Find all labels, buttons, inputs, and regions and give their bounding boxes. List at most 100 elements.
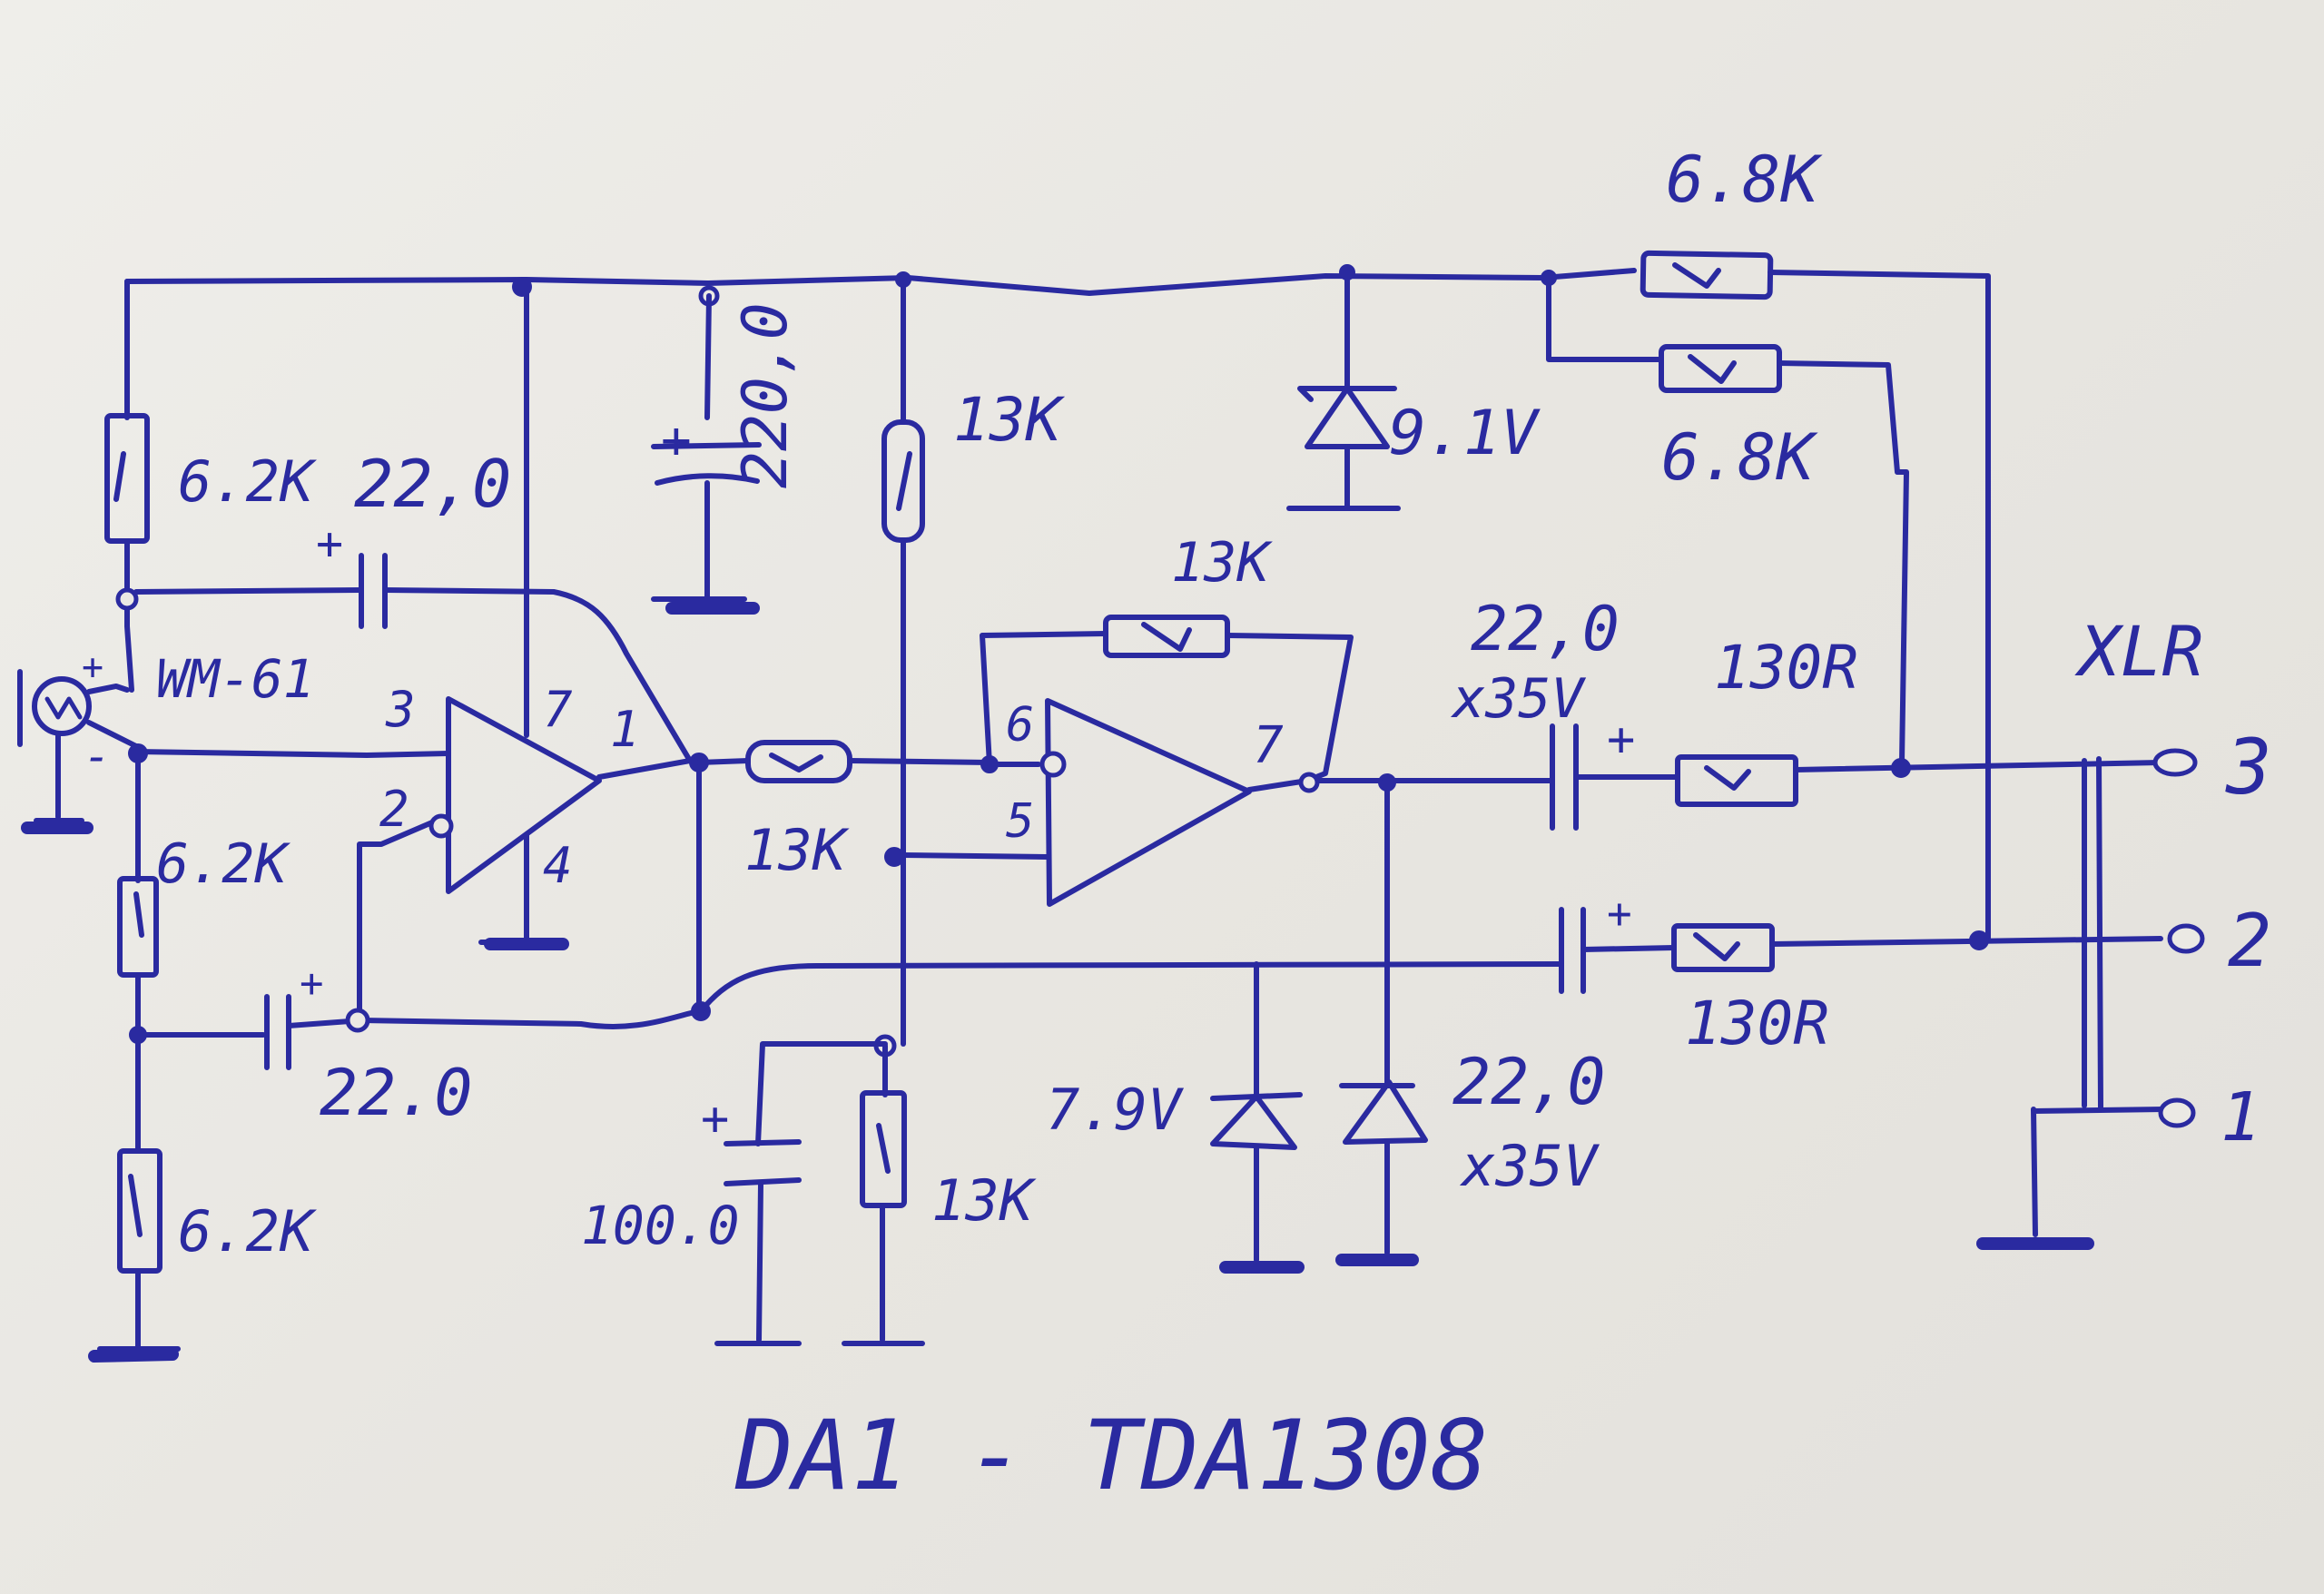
wire [2031, 1107, 2167, 1237]
opamp-input-bubble [428, 813, 454, 839]
resistor-6k8-top [1640, 250, 1774, 300]
label-xlr-pin1: 1 [2221, 1078, 2261, 1156]
wire [596, 758, 693, 780]
resistor-130r-top [1675, 754, 1798, 807]
cap-plate [724, 1139, 802, 1146]
label-pin-1: 1 [610, 701, 640, 758]
wire [1225, 633, 1354, 783]
wire [357, 814, 448, 1023]
label-pin-4: 4 [543, 837, 573, 894]
junction-node [1969, 930, 1989, 950]
wire [1246, 778, 1555, 792]
label-cap-22-out-bottom: 22,0 [1452, 1045, 1606, 1119]
wire [1546, 275, 1664, 362]
junction-node [115, 587, 139, 611]
resistor-mark [1672, 262, 1721, 289]
zener-out [1339, 1079, 1428, 1145]
resistor-mark [876, 1123, 891, 1174]
label-cap-100: 100.0 [581, 1195, 740, 1256]
label-130r-bottom: 130R [1685, 989, 1829, 1058]
wire-pin5 [901, 852, 1050, 860]
resistor-mark [1693, 932, 1740, 961]
label-pin-5: 5 [1006, 794, 1034, 849]
label-zener-7v9: 7.9V [1046, 1077, 1185, 1143]
label-cap-220: 220,0 [730, 302, 802, 488]
wire [86, 684, 139, 749]
label-6k2-top: 6.2K [178, 448, 317, 515]
label-plus-bias: + [701, 1092, 729, 1146]
wire [133, 587, 364, 595]
wire [133, 749, 451, 758]
label-plus-supply: + [661, 411, 692, 470]
label-130r-top: 130R [1714, 633, 1858, 703]
wire [847, 758, 992, 765]
label-mic-model: WM-61 [156, 648, 315, 710]
ground-symbol [88, 1348, 179, 1363]
resistor-6k2-bottom [117, 1148, 162, 1274]
resistor-mark [128, 1174, 143, 1237]
wire [124, 538, 134, 693]
label-minus-mic: - [84, 730, 111, 782]
label-cap-35v-top: x35V [1450, 667, 1586, 731]
wire [1769, 936, 2163, 947]
label-13k-top: 13K [953, 385, 1065, 455]
wire [980, 631, 1108, 767]
label-cap-35v-bottom: x35V [1459, 1133, 1600, 1199]
junction-node [1298, 772, 1320, 793]
label-plus-mic: + [82, 646, 103, 688]
label-pin-6: 6 [1006, 698, 1034, 753]
mic-mark [44, 696, 83, 720]
wire [1581, 945, 1677, 952]
label-pin-3: 3 [385, 681, 416, 738]
resistor-mark [896, 451, 912, 511]
caption: DA1 - TDA1308 [734, 1400, 1489, 1511]
label-pin-7-b: 7 [1253, 716, 1284, 775]
xlr-pin-2-terminal [2167, 923, 2205, 954]
cap-22-out-bottom [1559, 907, 1586, 994]
ground-symbol [714, 1181, 802, 1346]
wire [698, 961, 1564, 1014]
wire [755, 1041, 888, 1146]
wire [1777, 360, 1909, 765]
wire [286, 1009, 702, 1029]
label-xlr-pin2: 2 [2228, 899, 2271, 983]
label-plus-out-top: + [1607, 713, 1635, 767]
resistor-mark [1704, 765, 1751, 791]
label-pin-7-a: 7 [543, 681, 573, 738]
label-13k-series: 13K [744, 817, 850, 883]
cap-plate-curved [655, 473, 760, 486]
label-plus-feedback: + [300, 960, 324, 1007]
resistor-130r-bottom [1671, 923, 1775, 972]
resistor-mark [1688, 354, 1737, 384]
zener-7v9 [1210, 1092, 1303, 1150]
ground-symbol [34, 731, 84, 823]
cap-22-top [359, 553, 388, 629]
resistor-mark [1141, 622, 1192, 652]
ground-symbol [842, 1203, 925, 1346]
label-6k8-second: 6.8K [1661, 420, 1818, 495]
ground-symbol [97, 1268, 181, 1352]
top-rail-right-wire [1768, 270, 1991, 943]
label-cap-22-out-top: 22,0 [1471, 594, 1620, 665]
label-cap-22-top: 22,0 [354, 446, 511, 522]
label-6k8-top: 6.8K [1666, 143, 1823, 217]
zener-9v1 [1297, 386, 1397, 449]
label-xlr-pin3: 3 [2225, 723, 2272, 812]
wire [1793, 760, 2163, 772]
resistor-13k-series [745, 740, 852, 783]
wire [382, 587, 693, 763]
xlr-pin-3-terminal [2152, 748, 2198, 777]
label-6k2-bottom: 6.2K [178, 1198, 317, 1264]
label-plus-out-bottom: + [1607, 889, 1632, 938]
opamp-input-bubble [1039, 751, 1067, 778]
ground-symbol [651, 480, 747, 602]
wire [704, 293, 712, 420]
junction-node [1891, 758, 1911, 778]
xlr-shield [2082, 756, 2103, 1110]
label-xlr: XLR [2074, 611, 2203, 692]
wire [696, 758, 751, 765]
resistor-13k-feedback [1103, 615, 1230, 658]
junction-node [884, 847, 904, 867]
